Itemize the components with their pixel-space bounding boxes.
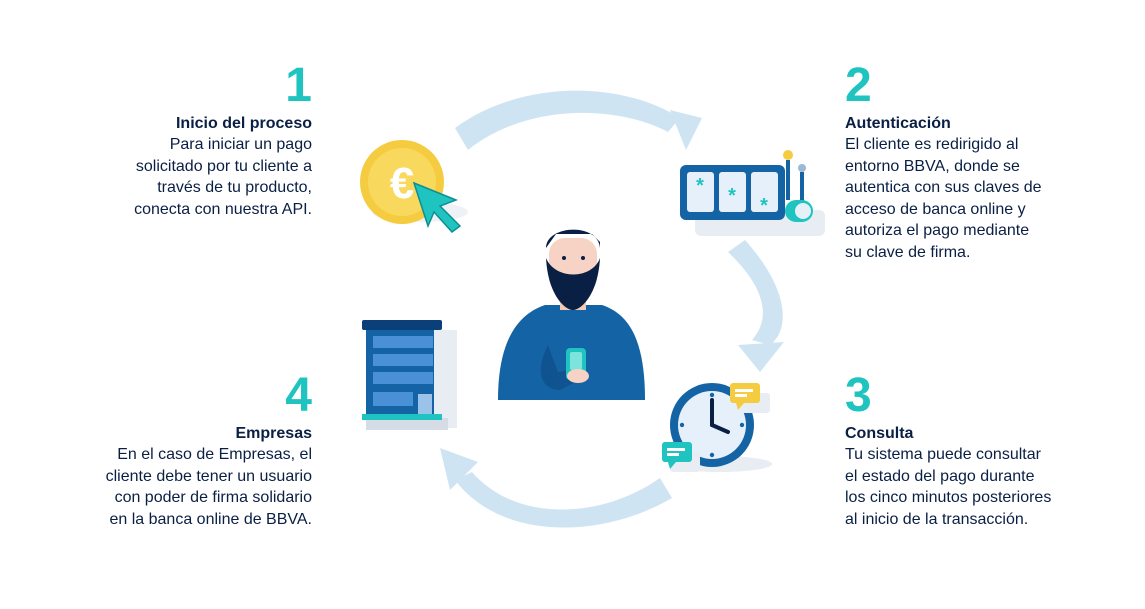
step-1: 1 Inicio del proceso Para iniciar un pag… — [60, 62, 312, 220]
step-title: Autenticación — [845, 115, 951, 132]
step-number: 4 — [285, 369, 312, 422]
password-terminal-icon: * * * — [680, 150, 825, 236]
step-description: Tu sistema puede consultar el estado del… — [845, 446, 1052, 528]
arrow-top — [455, 90, 702, 150]
office-building-icon — [362, 320, 457, 430]
step-description: El cliente es redirigido al entorno BBVA… — [845, 136, 1042, 261]
step-number: 3 — [845, 369, 872, 422]
svg-text:*: * — [760, 195, 768, 217]
step-3: 3 Consulta Tu sistema puede consultar el… — [845, 372, 1125, 530]
step-description: En el caso de Empresas, el cliente debe … — [105, 446, 312, 528]
clock-chat-icon — [662, 383, 772, 472]
step-title: Empresas — [235, 425, 313, 442]
step-title: Consulta — [845, 425, 914, 442]
cycle-arrows — [440, 90, 784, 528]
step-number: 2 — [845, 59, 872, 112]
step-4: 4 Empresas En el caso de Empresas, el cl… — [40, 372, 312, 530]
svg-text:*: * — [696, 175, 704, 197]
svg-text:*: * — [728, 185, 736, 207]
step-number: 1 — [285, 59, 312, 112]
arrow-right — [728, 240, 784, 372]
arrow-bottom — [440, 448, 672, 528]
euro-coin-icon: € — [360, 140, 468, 234]
step-2: 2 Autenticación El cliente es redirigido… — [845, 62, 1115, 263]
svg-text:€: € — [390, 159, 414, 208]
step-title: Inicio del proceso — [175, 115, 312, 132]
user-with-phone-icon — [498, 229, 645, 400]
step-description: Para iniciar un pago solicitado por tu c… — [134, 136, 312, 218]
